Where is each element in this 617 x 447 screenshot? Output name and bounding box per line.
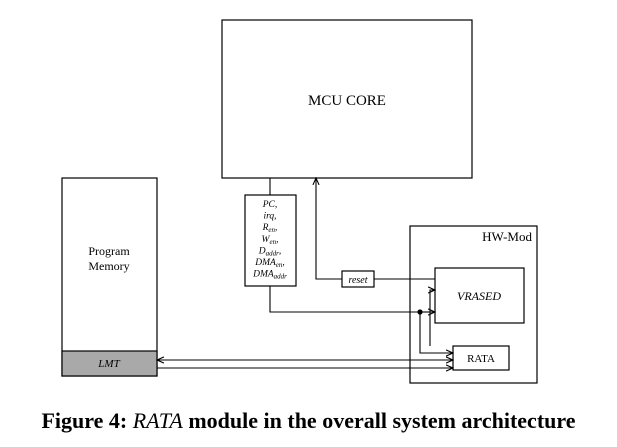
signal-subscript: addr: [274, 273, 288, 281]
figure-caption: Figure 4: RATA module in the overall sys…: [0, 408, 617, 434]
rata-block: RATA: [452, 345, 510, 371]
signal-base: irq: [263, 212, 274, 222]
signal-subscript: addr: [266, 249, 280, 257]
signal-2: Ren,: [262, 223, 278, 234]
signals-block: PC,irq,Ren,Wen,Daddr,DMAen,DMAaddr: [244, 194, 297, 287]
signal-subscript: en: [276, 261, 283, 269]
bus-to-rata-arrow: [419, 312, 453, 353]
signal-base: D: [258, 246, 266, 256]
signal-1: irq,: [263, 212, 276, 222]
reset-to-core-arrow: [316, 178, 342, 280]
signal-base: R: [262, 223, 269, 233]
caption-label: Figure 4:: [41, 408, 128, 433]
signal-6: DMAaddr: [252, 270, 287, 281]
reset-label: reset: [348, 275, 367, 286]
signal-base: DMA: [254, 258, 276, 268]
signal-subscript: en: [269, 238, 276, 246]
signal-3: Wen,: [262, 235, 279, 246]
vrased-label: VRASED: [457, 289, 501, 303]
program-memory-label-line1: Program: [88, 244, 130, 258]
rata-to-vrased-arrow: [430, 290, 435, 346]
rata-label: RATA: [467, 353, 495, 365]
lmt-block: LMT: [61, 350, 158, 377]
mcu-core-block: MCU CORE: [221, 19, 473, 179]
signal-5: DMAen,: [254, 258, 285, 269]
signal-comma: ,: [282, 258, 284, 268]
program-memory-block: Program Memory: [61, 177, 158, 377]
signal-base: W: [262, 235, 271, 245]
signal-comma: ,: [276, 235, 278, 245]
vrased-block: VRASED: [434, 267, 525, 324]
program-memory-label-line2: Memory: [88, 259, 129, 273]
signal-0: PC,: [262, 200, 278, 210]
signals-list: PC,irq,Ren,Wen,Daddr,DMAen,DMAaddr: [252, 200, 287, 281]
signal-base: PC: [262, 200, 276, 210]
hw-mod-label: HW-Mod: [482, 229, 532, 244]
mcu-core-label: MCU CORE: [308, 93, 386, 109]
signal-4: Daddr,: [258, 246, 281, 257]
wires: [157, 178, 453, 368]
caption-text: module in the overall system architectur…: [182, 408, 576, 433]
signal-base: DMA: [252, 270, 274, 280]
lmt-label: LMT: [97, 358, 120, 370]
signal-comma: ,: [275, 223, 277, 233]
caption-name: RATA: [132, 408, 183, 433]
signal-comma: ,: [279, 246, 281, 256]
signal-subscript: en: [268, 226, 275, 234]
signal-comma: ,: [274, 212, 276, 222]
signals-bus-wire: [269, 286, 420, 313]
reset-block: reset: [341, 270, 375, 288]
signal-comma: ,: [275, 200, 277, 210]
